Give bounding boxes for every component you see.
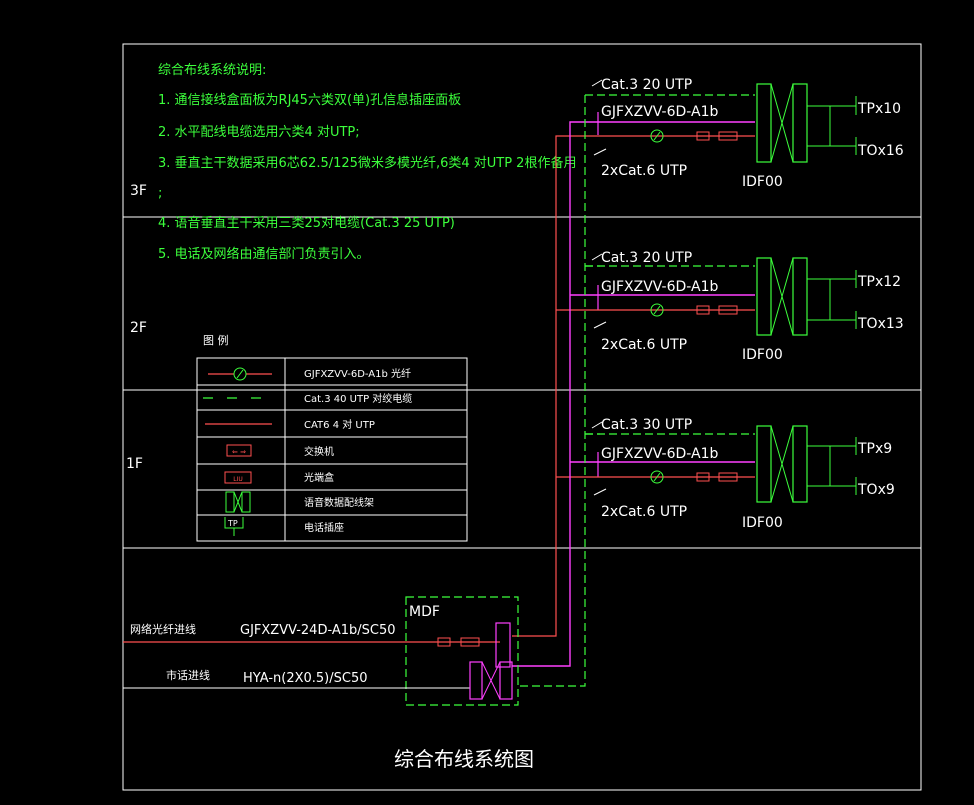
idf-label: IDF00 <box>742 347 783 363</box>
mdf-room: MDF 网络光纤进线 GJFXZVV-24D-A1b/SC50 市话进线 HYA… <box>123 596 519 706</box>
voice-panel-icon <box>469 661 483 700</box>
cross-connect-line <box>770 257 794 336</box>
fiber-symbol-slash <box>653 472 661 482</box>
cat3-cable-label: Cat.3 20 UTP <box>601 250 692 266</box>
legend-label: CAT6 4 对 UTP <box>304 418 375 431</box>
note-item-5: 5. 电话及网络由通信部门负责引入。 <box>158 246 370 262</box>
legend-label: 语音数据配线架 <box>304 496 374 509</box>
notes-heading: 综合布线系统说明: <box>158 63 266 78</box>
legend: 图 例 GJFXZVV-6D-A1b 光纤 Cat.3 40 UTP 对绞电缆 … <box>196 333 468 542</box>
patch-panel-icon <box>241 491 251 513</box>
switch-icon <box>718 472 738 482</box>
tp-symbol-text: TP <box>227 519 238 528</box>
cat6-riser <box>512 135 560 637</box>
fiber-symbol-slash <box>653 305 661 315</box>
fiber-symbol-icon <box>650 129 664 143</box>
floor-2f-branch: Cat.3 20 UTP GJFXZVV-6D-A1b 2xCat.6 UTP … <box>560 250 904 363</box>
patch-panel-icon <box>756 425 772 503</box>
fiber-in-cable: GJFXZVV-24D-A1b/SC50 <box>240 623 396 638</box>
fiber-riser <box>512 121 598 667</box>
note-item-3-cont: ; <box>158 186 162 201</box>
cat3-riser <box>520 95 586 687</box>
note-item-3: 3. 垂直主干数据采用6芯62.5/125微米多模光纤,6类4 对UTP 2根作… <box>158 155 576 171</box>
fiber-box-icon <box>696 131 710 141</box>
legend-label: 电话插座 <box>304 521 344 534</box>
legend-table <box>196 357 468 542</box>
cat3-cable-label: Cat.3 30 UTP <box>601 417 692 433</box>
switch-icon <box>718 131 738 141</box>
legend-label: GJFXZVV-6D-A1b 光纤 <box>304 367 411 380</box>
mdf-label: MDF <box>409 604 440 620</box>
mdf-boundary <box>405 596 519 706</box>
drawing-frame <box>122 43 922 791</box>
note-item-1: 1. 通信接线盒面板为RJ45六类双(单)孔信息插座面板 <box>158 92 461 108</box>
cable-tick <box>591 253 603 261</box>
cable-tick <box>591 79 603 87</box>
floor-label-3f: 3F <box>130 183 147 199</box>
fiber-cable-label: GJFXZVV-6D-A1b <box>601 104 719 120</box>
switch-icon <box>718 305 738 315</box>
cross-connect-line <box>233 491 243 513</box>
fiber-symbol-slash <box>236 369 244 379</box>
to-count: TOx16 <box>857 143 904 159</box>
cable-tick <box>593 148 607 156</box>
legend-label: Cat.3 40 UTP 对绞电缆 <box>304 392 412 405</box>
cat6-cable-label: 2xCat.6 UTP <box>601 163 687 179</box>
liu-icon <box>224 471 252 484</box>
cross-connect-line <box>481 661 501 700</box>
cat3-cable-label: Cat.3 20 UTP <box>601 77 692 93</box>
fiber-symbol-slash <box>653 131 661 141</box>
patch-panel-icon <box>792 83 808 163</box>
cat6-cable-label: 2xCat.6 UTP <box>601 337 687 353</box>
fiber-box-icon <box>437 637 451 647</box>
idf-label: IDF00 <box>742 174 783 190</box>
switch-icon <box>226 444 252 457</box>
fiber-box-icon <box>696 305 710 315</box>
patch-panel-icon <box>756 257 772 336</box>
floor-label-1f: 1F <box>126 456 143 472</box>
note-item-4: 4. 语音垂直主干采用三类25对电缆(Cat.3 25 UTP) <box>158 215 455 231</box>
patch-panel-icon <box>792 425 808 503</box>
switch-icon <box>460 637 480 647</box>
fiber-symbol-icon <box>650 470 664 484</box>
system-notes: 综合布线系统说明: 1. 通信接线盒面板为RJ45六类双(单)孔信息插座面板 2… <box>158 63 576 262</box>
tp-count: TPx12 <box>857 274 901 290</box>
cable-tick <box>591 421 603 429</box>
floor-label-2f: 2F <box>130 320 147 336</box>
phone-in-label: 市话进线 <box>166 668 210 682</box>
fiber-cable-label: GJFXZVV-6D-A1b <box>601 446 719 462</box>
voice-panel-icon <box>499 661 513 700</box>
floor-1f-branch: Cat.3 30 UTP GJFXZVV-6D-A1b 2xCat.6 UTP … <box>560 417 895 531</box>
fiber-in-label: 网络光纤进线 <box>130 622 196 636</box>
fiber-symbol-icon <box>650 303 664 317</box>
to-count: TOx13 <box>857 316 904 332</box>
cat6-cable-label: 2xCat.6 UTP <box>601 504 687 520</box>
cable-tick <box>593 321 607 329</box>
fiber-cable-label: GJFXZVV-6D-A1b <box>601 279 719 295</box>
to-count: TOx9 <box>857 482 895 498</box>
mdf-panel-icon <box>495 622 511 668</box>
legend-label: 交换机 <box>304 445 334 458</box>
patch-panel-icon <box>756 83 772 163</box>
phone-in-cable: HYA-n(2X0.5)/SC50 <box>243 671 368 686</box>
drawing-title: 综合布线系统图 <box>394 747 534 771</box>
patch-panel-icon <box>225 491 235 513</box>
vertical-risers <box>512 95 600 687</box>
cross-connect-line <box>770 83 794 163</box>
liu-symbol-text: LIU <box>233 476 243 483</box>
patch-panel-icon <box>792 257 808 336</box>
legend-header: 图 例 <box>203 333 229 347</box>
note-item-2: 2. 水平配线电缆选用六类4 对UTP; <box>158 124 360 140</box>
cross-connect-line <box>770 425 794 503</box>
fiber-box-icon <box>696 472 710 482</box>
legend-label: 光端盒 <box>304 471 334 484</box>
switch-symbol-text: ⇐ ⇒ <box>232 448 246 456</box>
floor-3f-branch: Cat.3 20 UTP GJFXZVV-6D-A1b 2xCat.6 UTP … <box>560 77 904 190</box>
cable-tick <box>593 488 607 496</box>
tp-count: TPx10 <box>857 101 901 117</box>
idf-label: IDF00 <box>742 515 783 531</box>
tp-count: TPx9 <box>857 441 892 457</box>
